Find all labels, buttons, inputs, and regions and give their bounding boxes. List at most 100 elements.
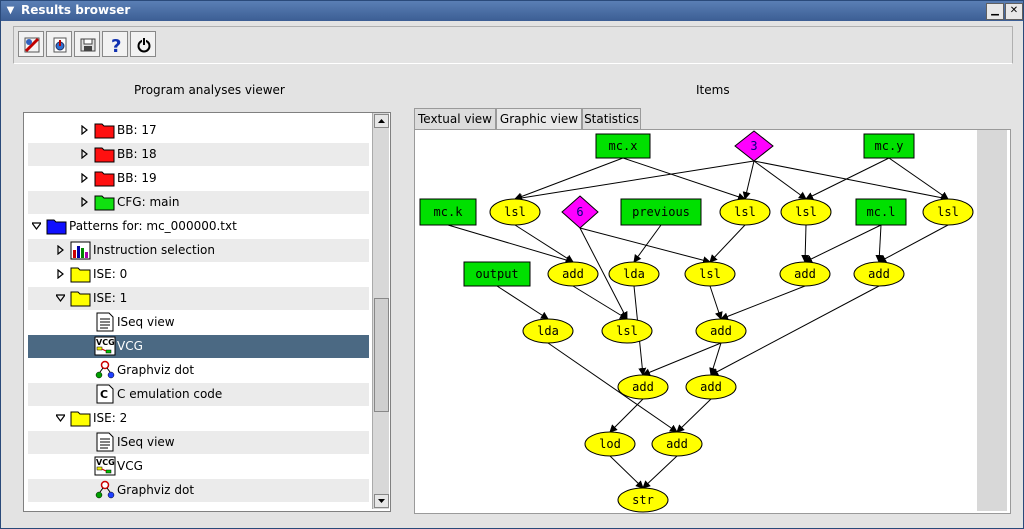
expand-arrow-icon[interactable] — [80, 197, 89, 207]
expand-arrow-icon[interactable] — [56, 269, 65, 279]
graph-node-op[interactable]: add — [651, 431, 703, 457]
graph-edge — [878, 224, 949, 263]
power-icon — [137, 37, 151, 53]
graph-node-op[interactable]: lsl — [601, 318, 653, 344]
graph-edge — [633, 224, 662, 263]
graph-node-label: add — [868, 267, 890, 281]
graph-node-op[interactable]: lsl — [719, 198, 771, 226]
graph-node-op[interactable]: str — [617, 487, 669, 513]
scroll-thumb[interactable] — [374, 298, 389, 412]
tree-vertical-scrollbar[interactable] — [372, 113, 389, 509]
tree-item-label: BB: 18 — [117, 147, 157, 161]
graph-node-label: lod — [599, 437, 621, 451]
help-button[interactable]: ? — [102, 31, 128, 57]
tree-item-icon — [94, 168, 116, 188]
graph-edge — [572, 285, 628, 320]
graph-node-op[interactable]: lsl — [922, 198, 974, 226]
graph-node-label: add — [632, 380, 654, 394]
tree-item[interactable]: Graphviz dot — [28, 479, 369, 502]
tab-textual-view[interactable]: Textual view — [414, 108, 496, 129]
tree-item[interactable]: ISeq view — [28, 311, 369, 334]
graph-node-input[interactable]: mc.y — [863, 133, 915, 159]
graph-node-op[interactable]: add — [695, 318, 747, 344]
tab-statistics[interactable]: Statistics — [582, 108, 641, 129]
tab-graphic-view[interactable]: Graphic view — [496, 108, 582, 130]
graph-node-input[interactable]: output — [463, 261, 531, 287]
graph-node-op[interactable]: add — [617, 374, 669, 400]
graph-node-op[interactable]: lsl — [489, 198, 541, 226]
green-folder-icon — [94, 195, 115, 211]
window-menu-icon[interactable]: ▼ — [6, 5, 15, 16]
graph-edge — [447, 224, 574, 264]
scroll-down-button[interactable] — [374, 494, 389, 508]
graph-node-input[interactable]: mc.l — [855, 198, 907, 226]
graph-node-op[interactable]: lda — [608, 261, 660, 287]
graph-node-op[interactable]: lsl — [780, 198, 832, 226]
tree-item[interactable]: Graphviz dot — [28, 359, 369, 382]
tree-item[interactable]: ISE: 2 — [28, 407, 369, 430]
tree-item-label: Patterns for: mc_000000.txt — [69, 219, 237, 233]
tree-item[interactable]: ISE: 0 — [28, 263, 369, 286]
quit-button[interactable] — [130, 31, 156, 57]
graph-edge — [609, 398, 644, 433]
tool-button[interactable] — [18, 31, 44, 57]
graph-node-op[interactable]: add — [547, 261, 599, 287]
export-button[interactable] — [46, 31, 72, 57]
graph-edge — [888, 157, 949, 200]
expand-arrow-icon[interactable] — [80, 125, 89, 135]
tree-item[interactable]: BB: 19 — [28, 167, 369, 190]
tree-item[interactable]: ISE: 1 — [28, 287, 369, 310]
save-button[interactable] — [74, 31, 100, 57]
tree-item-label: VCG — [117, 459, 143, 473]
tree-item[interactable]: Patterns for: mc_000000.txt — [28, 215, 369, 238]
expand-arrow-icon[interactable] — [56, 245, 65, 255]
tree-item-label: ISE: 0 — [93, 267, 128, 281]
tree-item[interactable]: ISeq view — [28, 431, 369, 454]
graph-node-const[interactable]: 3 — [734, 130, 774, 162]
graph-node-label: lsl — [616, 324, 638, 338]
tree-item[interactable]: CFG: main — [28, 191, 369, 214]
graph-node-label: mc.x — [609, 139, 638, 153]
c-code-icon: C — [96, 384, 114, 404]
title-bar[interactable]: ▼ Results browser ▁ ✕ — [1, 1, 1023, 21]
graph-node-input[interactable]: mc.k — [419, 198, 477, 226]
scroll-up-button[interactable] — [374, 114, 389, 128]
collapse-arrow-icon[interactable] — [56, 293, 65, 303]
help-icon: ? — [111, 36, 121, 54]
graph-scroll-area[interactable] — [977, 130, 1007, 511]
graph-node-const[interactable]: 6 — [561, 195, 599, 229]
graph-node-label: mc.l — [867, 205, 896, 219]
tree-item-icon — [94, 360, 116, 380]
tree-item-icon — [70, 408, 92, 428]
graph-node-op[interactable]: add — [779, 261, 831, 287]
tree-item[interactable]: BB: 18 — [28, 143, 369, 166]
graph-edge — [805, 157, 890, 200]
window-title: Results browser — [21, 3, 131, 17]
graph-edge — [622, 157, 746, 201]
graph-node-label: add — [794, 267, 816, 281]
graph-edge — [514, 160, 755, 202]
tree-item[interactable]: Instruction selection — [28, 239, 369, 262]
expand-arrow-icon[interactable] — [80, 149, 89, 159]
graph-node-op[interactable]: add — [685, 374, 737, 400]
tree-item[interactable]: BB: 17 — [28, 119, 369, 142]
tree-item-icon — [46, 216, 68, 236]
graph-node-input[interactable]: previous — [620, 198, 702, 226]
graph-node-op[interactable]: lsl — [684, 261, 736, 287]
minimize-button[interactable]: ▁ — [986, 3, 1004, 20]
graph-node-input[interactable]: mc.x — [595, 133, 651, 159]
close-button[interactable]: ✕ — [1005, 3, 1023, 20]
collapse-arrow-icon[interactable] — [56, 413, 65, 423]
graph-node-op[interactable]: add — [853, 261, 905, 287]
graph-node-op[interactable]: lda — [522, 318, 574, 344]
expand-arrow-icon[interactable] — [80, 173, 89, 183]
tree-item-label: BB: 17 — [117, 123, 157, 137]
collapse-arrow-icon[interactable] — [32, 221, 41, 231]
graph-node-op[interactable]: lod — [584, 431, 636, 457]
